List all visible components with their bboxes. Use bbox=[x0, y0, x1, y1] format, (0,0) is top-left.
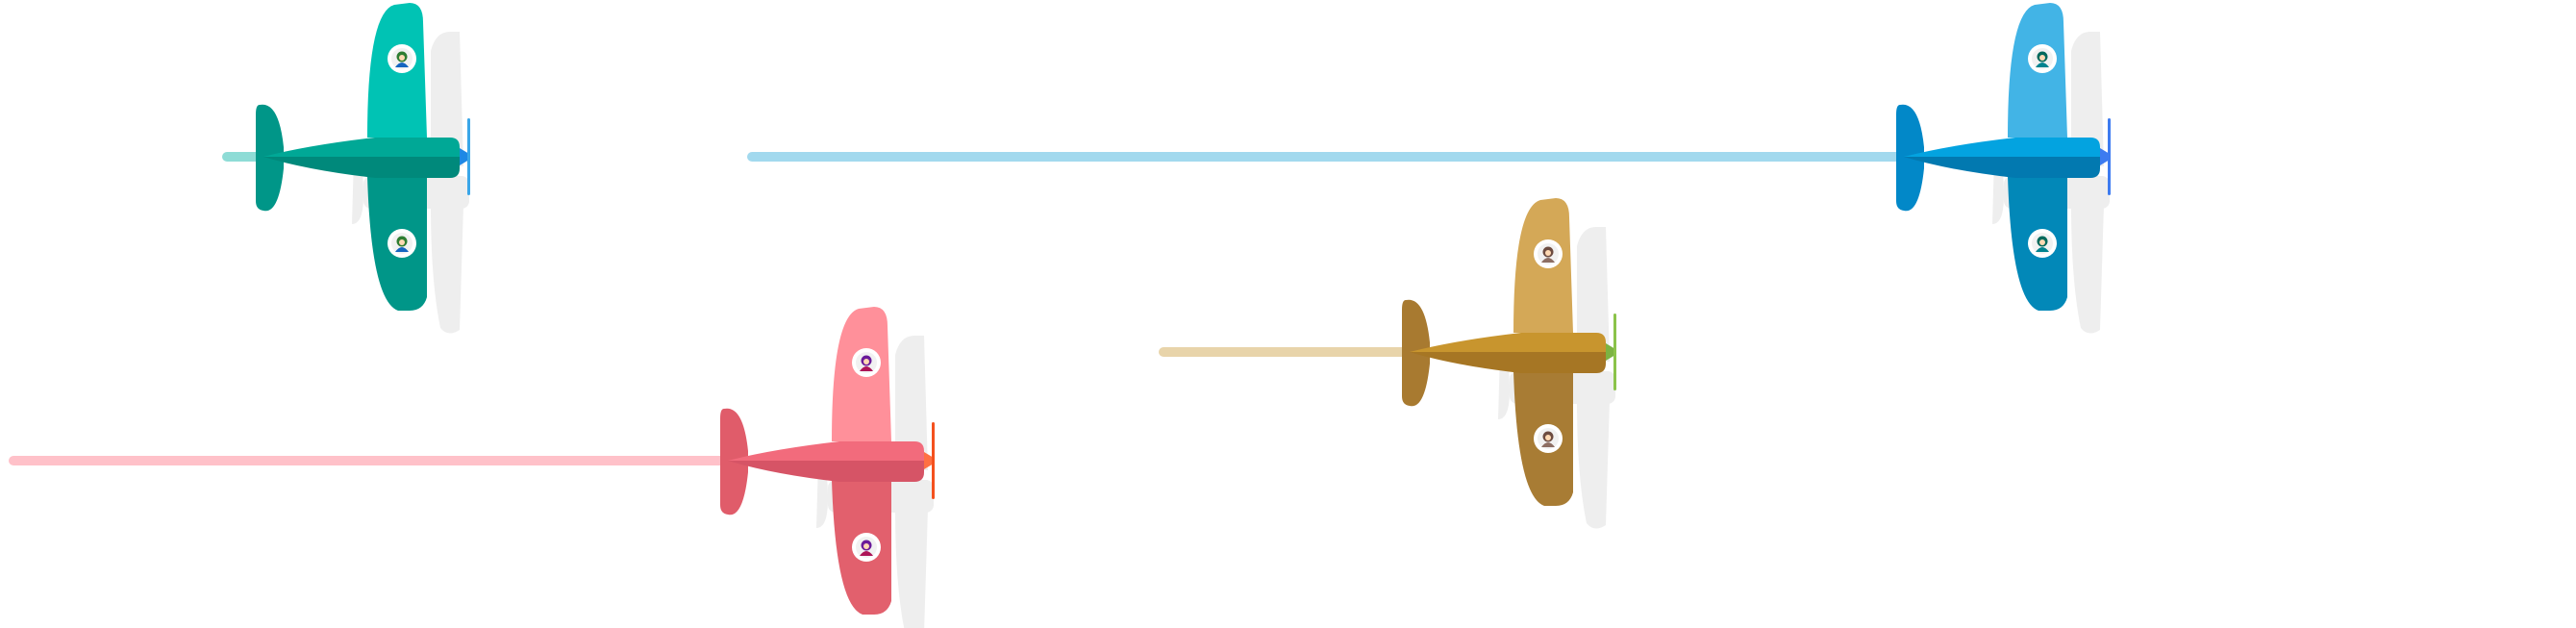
pilot-avatar-icon bbox=[1534, 239, 1563, 268]
contrail-layer bbox=[9, 152, 2051, 465]
fuselage-top bbox=[1904, 138, 2100, 157]
fuselage-top bbox=[1410, 333, 1606, 352]
fuselage-bottom bbox=[728, 461, 924, 482]
pilot-avatar-icon bbox=[852, 348, 881, 377]
fuselage-top bbox=[728, 441, 924, 461]
propeller-plane-icon-blue bbox=[1896, 3, 2111, 334]
pilot-avatar-icon bbox=[388, 44, 416, 73]
pilot-avatar-icon bbox=[852, 533, 881, 562]
propeller bbox=[467, 118, 470, 195]
pilot-avatar-icon bbox=[388, 229, 416, 258]
propeller bbox=[932, 422, 935, 499]
plane-layer bbox=[256, 3, 2111, 628]
fuselage-bottom bbox=[1410, 352, 1606, 373]
propeller-plane-icon-pink bbox=[720, 307, 935, 628]
fuselage-top bbox=[263, 138, 460, 157]
propeller bbox=[1613, 314, 1616, 390]
nose-spinner bbox=[924, 452, 934, 469]
plane-shadow bbox=[1992, 32, 2110, 334]
nose-spinner bbox=[1606, 343, 1615, 361]
nose-spinner bbox=[460, 148, 469, 165]
pilot-avatar-icon bbox=[2028, 44, 2057, 73]
pilot-avatar-icon bbox=[2028, 229, 2057, 258]
nose-spinner bbox=[2100, 148, 2110, 165]
propeller bbox=[2108, 118, 2111, 195]
fuselage-bottom bbox=[1904, 157, 2100, 178]
propeller-plane-icon-teal bbox=[256, 3, 470, 334]
propeller-plane-icon-gold bbox=[1402, 198, 1616, 529]
fuselage-bottom bbox=[263, 157, 460, 178]
pilot-avatar-icon bbox=[1534, 424, 1563, 453]
